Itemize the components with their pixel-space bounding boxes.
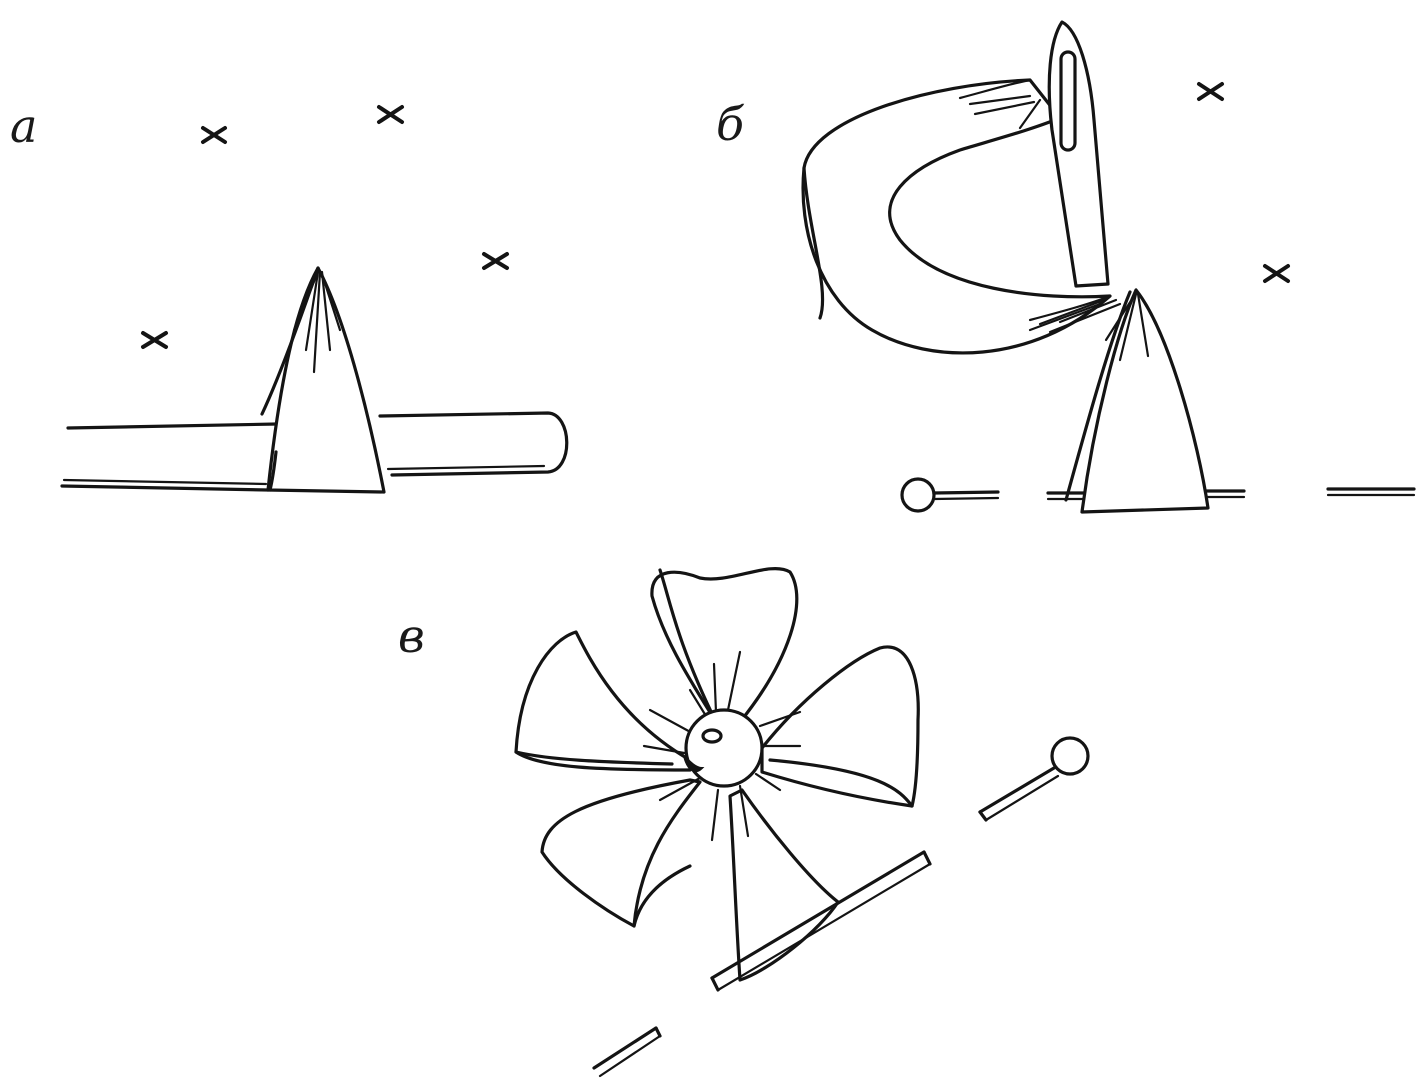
panel-a-label: а — [10, 99, 37, 153]
panel-v-label: в — [398, 609, 425, 663]
stitch-mark — [1199, 84, 1222, 99]
stitch-mark — [484, 254, 507, 268]
gathered-ribbon — [262, 268, 384, 492]
pin-head — [902, 479, 998, 511]
pin-head — [980, 738, 1088, 820]
panel-a: а — [10, 99, 567, 492]
rod-segment — [1328, 489, 1414, 495]
stitch-mark — [203, 128, 225, 142]
stitch-marks-b — [1199, 84, 1288, 281]
panel-b-label: б — [716, 97, 745, 151]
panel-b: б — [716, 22, 1414, 512]
gathered-ribbon-b — [1050, 290, 1208, 512]
needle — [1049, 22, 1108, 286]
panel-v: в — [398, 569, 1088, 1076]
stitch-mark — [143, 333, 166, 347]
stitch-mark — [379, 107, 402, 122]
pin-tip — [594, 1028, 660, 1076]
center-bead — [686, 710, 762, 786]
stitch-mark — [1265, 266, 1288, 281]
